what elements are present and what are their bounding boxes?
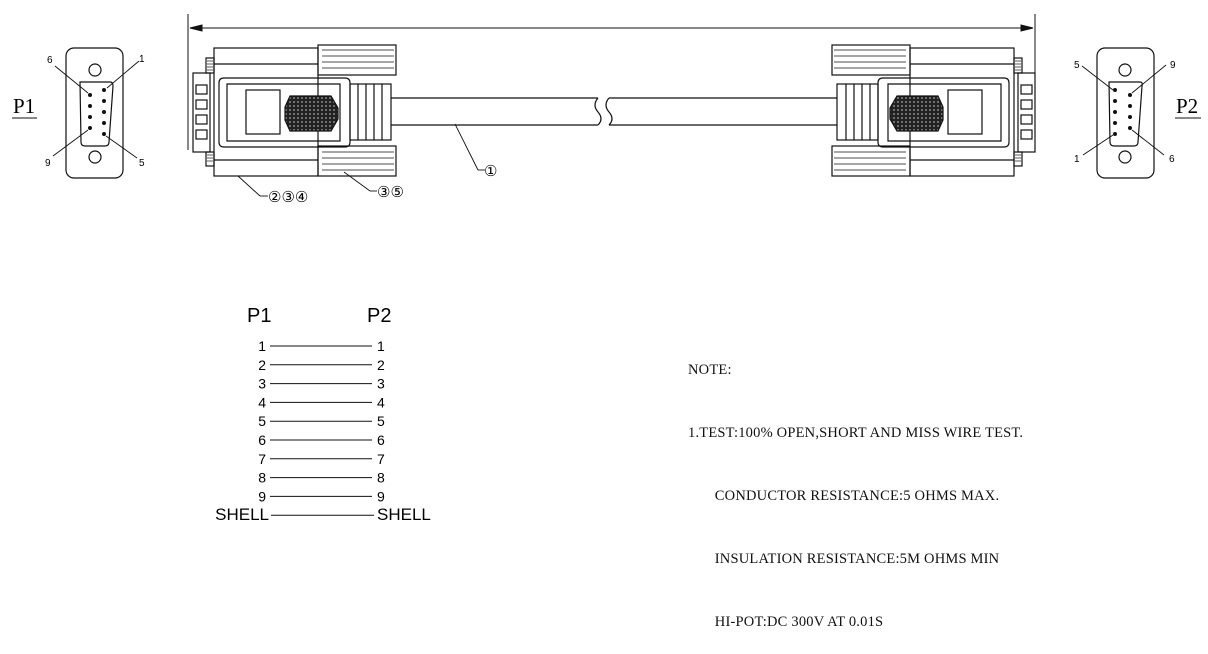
note-line-4: HI-POT:DC 300V AT 0.01S: [688, 614, 884, 630]
callout-screw: ③⑤: [377, 184, 404, 201]
p2-pin-label-br: 6: [1169, 154, 1175, 165]
p1-connector-face: [52, 47, 140, 179]
p1-pin-label-tl: 6: [47, 55, 53, 66]
wiring-left-pin: 1: [258, 338, 266, 354]
p2-pin-label-bl: 1: [1074, 154, 1080, 165]
wiring-header-p2: P2: [367, 305, 391, 327]
wiring-left-pin: SHELL: [215, 505, 269, 524]
callout-housing: ②③④: [268, 189, 308, 206]
p2-pin-label-tr: 9: [1170, 60, 1176, 71]
wiring-left-pin: 3: [258, 376, 266, 392]
wiring-right-pin: 2: [377, 357, 385, 373]
note-line-3: INSULATION RESISTANCE:5M OHMS MIN: [688, 551, 1000, 567]
wiring-right-pin: 3: [377, 376, 385, 392]
p2-label: P2: [1176, 94, 1198, 118]
note-block: NOTE: 1.TEST:100% OPEN,SHORT AND MISS WI…: [688, 318, 1023, 654]
wiring-right-pin: 9: [377, 488, 385, 504]
note-line-1: 1.TEST:100% OPEN,SHORT AND MISS WIRE TES…: [688, 425, 1024, 441]
p1-pin-label-bl: 9: [45, 158, 51, 169]
p1-pin-label-tr: 1: [139, 54, 145, 65]
wiring-right-pin: SHELL: [377, 505, 431, 524]
p2-connector-side-view: [831, 44, 1036, 177]
callout-cable: ①: [484, 163, 497, 180]
p2-pin-label-tl: 5: [1074, 60, 1080, 71]
wiring-header-p1: P1: [247, 305, 271, 327]
wiring-left-pin: 5: [258, 413, 266, 429]
wiring-left-pin: 9: [258, 488, 266, 504]
wiring-right-pin: 4: [377, 394, 385, 410]
wiring-left-pin: 4: [258, 394, 266, 410]
wiring-left-pin: 6: [258, 432, 266, 448]
callout-leaders: [237, 123, 485, 197]
wiring-right-pin: 1: [377, 338, 385, 354]
wiring-left-pin: 8: [258, 470, 266, 486]
p1-connector-side-view: [192, 44, 397, 177]
wiring-right-pin: 5: [377, 413, 385, 429]
p2-connector-face: [1081, 47, 1167, 179]
wiring-right-pin: 8: [377, 470, 385, 486]
wiring-left-pin: 2: [258, 357, 266, 373]
wiring-right-pin: 6: [377, 432, 385, 448]
cable-assembly-drawing: 6 1 9 5 P1 5 9 1 6 P2: [12, 14, 1201, 524]
wiring-row: SHELL SHELL: [215, 505, 431, 524]
p1-label: P1: [13, 94, 35, 118]
wiring-left-pin: 7: [258, 451, 266, 467]
wiring-right-pin: 7: [377, 451, 385, 467]
p1-pin-label-br: 5: [139, 158, 145, 169]
cable: [391, 97, 837, 126]
note-line-2: CONDUCTOR RESISTANCE:5 OHMS MAX.: [688, 488, 1000, 504]
note-title: NOTE:: [688, 362, 732, 378]
